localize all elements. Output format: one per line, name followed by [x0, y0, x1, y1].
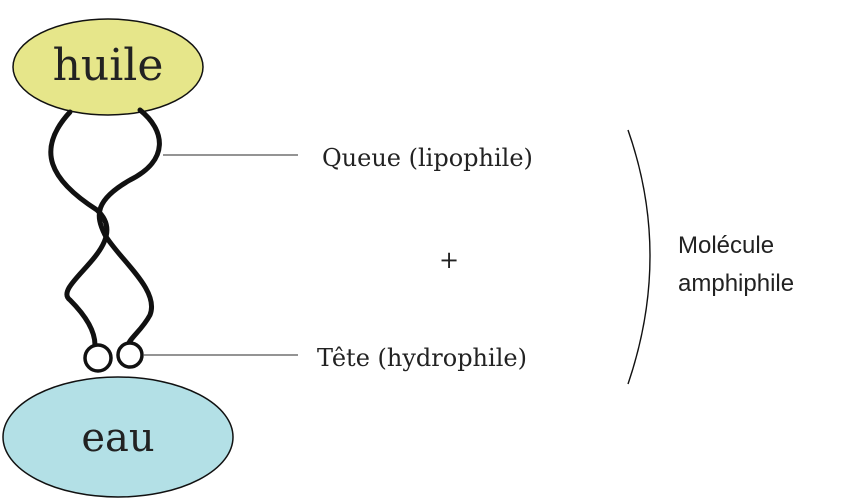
- molecule-label-line1: Molécule: [678, 232, 774, 259]
- oil-ellipse: [12, 18, 204, 116]
- oil-label: huile: [53, 40, 164, 91]
- grouping-bracket: [627, 129, 651, 385]
- water-label: eau: [81, 415, 154, 461]
- tail-label: Queue (lipophile): [322, 144, 533, 172]
- plus-sign: +: [439, 246, 459, 274]
- head-label: Tête (hydrophile): [317, 344, 527, 372]
- head-circle-left: [83, 343, 113, 373]
- tail-strand-right: [96, 107, 162, 348]
- head-circle-right: [116, 341, 144, 369]
- molecule-label-line2: amphiphile: [678, 270, 794, 297]
- water-ellipse: [2, 376, 234, 498]
- tail-strand-left: [48, 109, 110, 348]
